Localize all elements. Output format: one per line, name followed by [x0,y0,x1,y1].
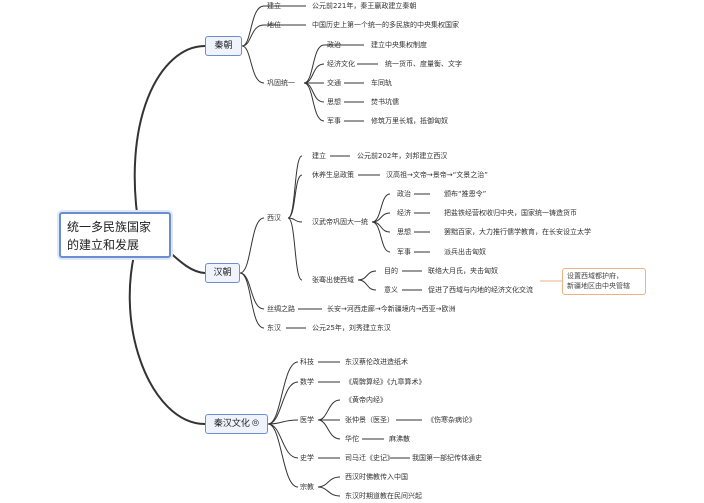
note-line2: 新疆地区由中央管辖 [567,282,630,290]
note-line1: 设置西域都护府， [567,272,623,280]
branch-han[interactable]: 汉朝 [205,263,240,283]
han-jianli-text[interactable]: 公元前202年，刘邦建立西汉 [357,152,448,160]
culture-zongjiao-label[interactable]: 宗教 [300,483,314,491]
qin-jianli-label[interactable]: 建立 [267,2,281,10]
culture-keji-label[interactable]: 科技 [300,358,314,366]
qin-item-label[interactable]: 交通 [327,79,341,87]
culture-huangdi[interactable]: 《黄帝内经》 [345,396,387,404]
culture-shixue-person[interactable]: 司马迁《史记》 [345,454,394,462]
root-title-line2: 的建立和发展 [67,238,140,252]
qin-item-label[interactable]: 经济文化 [327,60,355,68]
note-xiyu-duhufu[interactable]: 设置西域都护府， 新疆地区由中央管辖 [562,268,646,295]
qin-item-label[interactable]: 政治 [327,41,341,49]
culture-zhang-text[interactable]: 《伤寒杂病论》 [427,416,476,424]
culture-keji-text[interactable]: 东汉蔡伦改进造纸术 [345,358,408,366]
qin-jianli-text[interactable]: 公元前221年，秦王嬴政建立秦朝 [312,2,417,10]
culture-hua-text[interactable]: 麻沸散 [389,435,410,443]
han-donghan-text[interactable]: 公元25年，刘秀建立东汉 [312,324,391,332]
culture-zongjiao-item[interactable]: 东汉时期道教在民间兴起 [345,492,422,500]
han-xiuyang-text[interactable]: 汉高祖→文帝→景帝→“文景之治” [386,171,488,179]
culture-zongjiao-item[interactable]: 西汉时佛教传入中国 [345,473,408,481]
han-zhangqian-item-text[interactable]: 促进了西域与内地的经济文化交流 [428,286,533,294]
han-wudi-item-text[interactable]: 把盐铁经营权收归中央，国家统一铸造货币 [444,209,577,217]
han-wudi-item-label[interactable]: 政治 [397,190,411,198]
han-jianli-label[interactable]: 建立 [312,152,326,160]
root-title-line1: 统一多民族国家 [67,220,152,234]
culture-zhang-label[interactable]: 张仲景（医圣） [345,416,394,424]
culture-shuxue-text[interactable]: 《周髀算经》《九章算术》 [345,378,426,386]
qin-item-text[interactable]: 修筑万里长城，抵御匈奴 [371,117,448,125]
han-silu-text[interactable]: 长安→河西走廊→今新疆境内→西亚→欧洲 [327,305,456,313]
culture-shuxue-label[interactable]: 数学 [300,378,314,386]
han-wudi-item-label[interactable]: 思想 [397,228,411,236]
han-zhangqian-item-label[interactable]: 意义 [384,286,398,294]
culture-shixue-label[interactable]: 史学 [300,454,314,462]
qin-item-text[interactable]: 建立中央集权制度 [371,41,427,49]
qin-diwei-text[interactable]: 中国历史上第一个统一的多民族的中央集权国家 [312,21,459,29]
qin-item-label[interactable]: 军事 [327,117,341,125]
han-wudi-item-text[interactable]: 派兵出击匈奴 [444,248,486,256]
han-silu-label[interactable]: 丝绸之路 [267,305,295,313]
han-donghan-label[interactable]: 东汉 [267,324,281,332]
han-wudi-item-text[interactable]: 颁布“推恩令” [444,190,487,198]
han-zhangqian-label[interactable]: 张骞出使西域 [312,276,354,284]
qin-gonggu-label[interactable]: 巩固统一 [267,79,295,87]
qin-item-text[interactable]: 车同轨 [371,79,392,87]
han-wudi-item-label[interactable]: 军事 [397,248,411,256]
han-xiuyang-label[interactable]: 休养生息政策 [312,171,354,179]
culture-yixue-label[interactable]: 医学 [300,416,314,424]
branch-qin[interactable]: 秦朝 [205,36,242,56]
culture-hua-label[interactable]: 华佗 [345,435,359,443]
han-wudi-item-label[interactable]: 经济 [397,209,411,217]
han-wudi-label[interactable]: 汉武帝巩固大一统 [312,218,368,226]
qin-item-text[interactable]: 焚书坑儒 [371,98,399,106]
han-wudi-item-text[interactable]: 罢黜百家，大力推行儒学教育，在长安设立太学 [444,228,591,236]
qin-item-text[interactable]: 统一货币、度量衡、文字 [385,60,462,68]
han-xihan-label[interactable]: 西汉 [267,214,281,222]
root-topic[interactable]: 统一多民族国家 的建立和发展 [59,212,171,258]
culture-shixue-text[interactable]: 我国第一部纪传体通史 [412,454,482,462]
han-zhangqian-item-label[interactable]: 目的 [384,267,398,275]
branch-culture[interactable]: 秦汉文化⦾ [205,414,268,434]
han-zhangqian-item-text[interactable]: 联络大月氏，夹击匈奴 [428,267,498,275]
qin-diwei-label[interactable]: 地位 [267,21,281,29]
qin-item-label[interactable]: 思想 [327,98,341,106]
link-icon[interactable]: ⦾ [251,419,260,429]
